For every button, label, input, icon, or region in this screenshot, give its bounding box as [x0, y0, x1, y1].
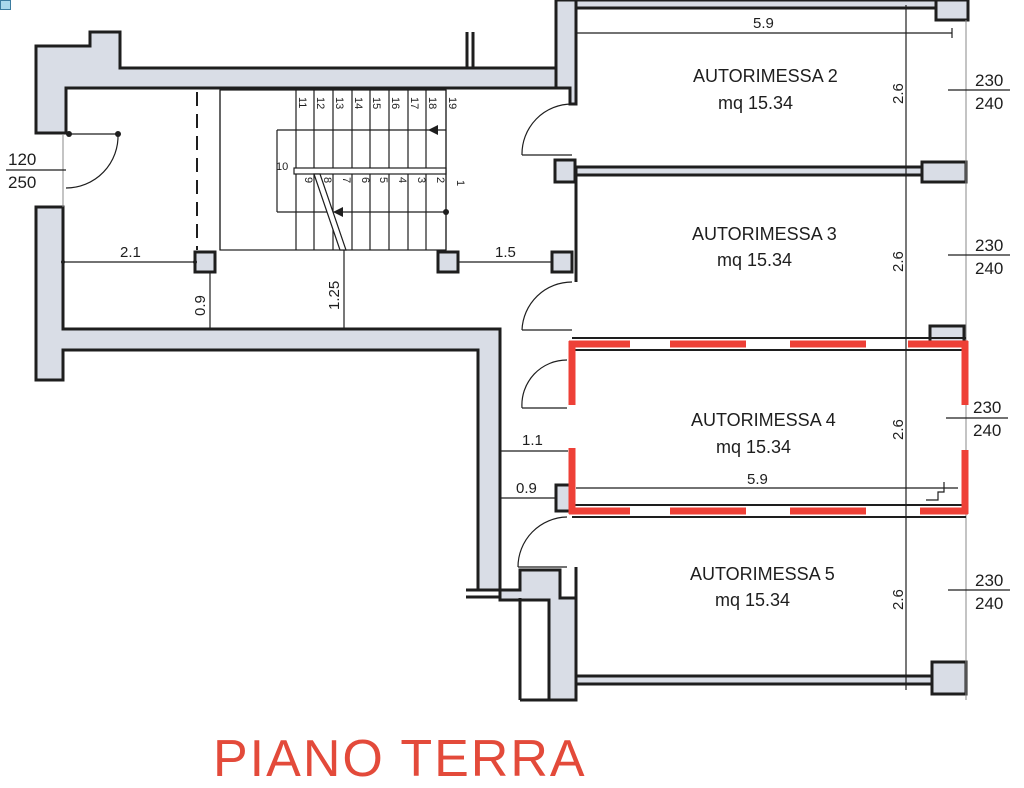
svg-text:4: 4 — [396, 177, 408, 183]
staircase: 11 12 13 14 15 16 17 18 19 1 2 3 4 5 6 7… — [219, 89, 466, 251]
svg-text:16: 16 — [389, 97, 401, 109]
garage-area: mq 15.34 — [717, 250, 792, 270]
dim-lobby-width: 1.5 — [495, 244, 516, 261]
landing-label: 10 — [276, 161, 288, 173]
door-height-bottom: 240 — [975, 594, 1003, 613]
garage-3: AUTORIMESSA 3 mq 15.34 2.6 230 240 — [692, 224, 1010, 278]
svg-text:5: 5 — [377, 177, 389, 183]
dim-stair-offset: 0.9 — [192, 295, 209, 316]
svg-text:17: 17 — [408, 97, 420, 109]
dim-corridor-width: 2.1 — [120, 244, 141, 261]
door-height-top: 230 — [975, 71, 1003, 90]
document-icon — [0, 0, 11, 10]
garage-width: 2.6 — [890, 589, 907, 610]
svg-text:3: 3 — [415, 177, 427, 183]
svg-text:8: 8 — [321, 177, 333, 183]
door-height-bottom: 240 — [975, 94, 1003, 113]
pillar — [436, 250, 460, 274]
entrance-height-top: 120 — [8, 150, 36, 169]
svg-text:6: 6 — [359, 177, 371, 183]
floor-plan: 120 250 — [6, 0, 1010, 702]
wall-left-lower — [34, 205, 502, 592]
garage-5: AUTORIMESSA 5 mq 15.34 2.6 230 240 — [690, 564, 1010, 613]
door-height-top: 230 — [975, 236, 1003, 255]
svg-text:18: 18 — [426, 97, 438, 109]
wall-corridor-lower — [498, 568, 578, 702]
svg-text:2: 2 — [434, 177, 446, 183]
entrance-height-bottom: 250 — [8, 173, 36, 192]
door-height-top: 230 — [975, 571, 1003, 590]
garage-name: AUTORIMESSA 3 — [692, 224, 837, 244]
svg-text:11: 11 — [296, 97, 308, 108]
floor-title: PIANO TERRA — [213, 730, 587, 788]
wall-top-left — [34, 30, 562, 135]
pillar — [193, 250, 217, 274]
garage-name: AUTORIMESSA 5 — [690, 564, 835, 584]
svg-text:9: 9 — [302, 177, 314, 183]
garage-name: AUTORIMESSA 2 — [693, 66, 838, 86]
dim-stair-depth: 1.25 — [326, 281, 343, 310]
svg-text:15: 15 — [370, 97, 382, 109]
svg-text:19: 19 — [446, 97, 458, 109]
dim-garage-length-4: 5.9 — [747, 471, 768, 488]
wall-garage-left-top — [554, 0, 578, 106]
garage-name: AUTORIMESSA 4 — [691, 410, 836, 430]
dim-door-a: 1.1 — [522, 432, 543, 449]
garage-width: 2.6 — [890, 251, 907, 272]
highlighted-garage-4: 5.9 — [568, 337, 969, 518]
svg-text:12: 12 — [314, 97, 326, 109]
dim-door-b: 0.9 — [516, 480, 537, 497]
pillar — [550, 250, 574, 274]
garage-4: AUTORIMESSA 4 mq 15.34 2.6 230 240 — [691, 398, 1008, 457]
door-height-bottom: 240 — [973, 421, 1001, 440]
door-height-bottom: 240 — [975, 259, 1003, 278]
dim-garage-length-top: 5.9 — [753, 15, 774, 32]
garage-2: AUTORIMESSA 2 mq 15.34 2.6 230 240 — [693, 66, 1010, 113]
svg-text:1: 1 — [454, 180, 466, 186]
svg-text:14: 14 — [352, 97, 364, 109]
svg-text:13: 13 — [333, 97, 345, 109]
garage-area: mq 15.34 — [715, 590, 790, 610]
garage-width: 2.6 — [890, 419, 907, 440]
garage-width: 2.6 — [890, 83, 907, 104]
svg-text:7: 7 — [340, 177, 352, 183]
door-height-top: 230 — [973, 398, 1001, 417]
garage-area: mq 15.34 — [718, 93, 793, 113]
garage-area: mq 15.34 — [716, 437, 791, 457]
